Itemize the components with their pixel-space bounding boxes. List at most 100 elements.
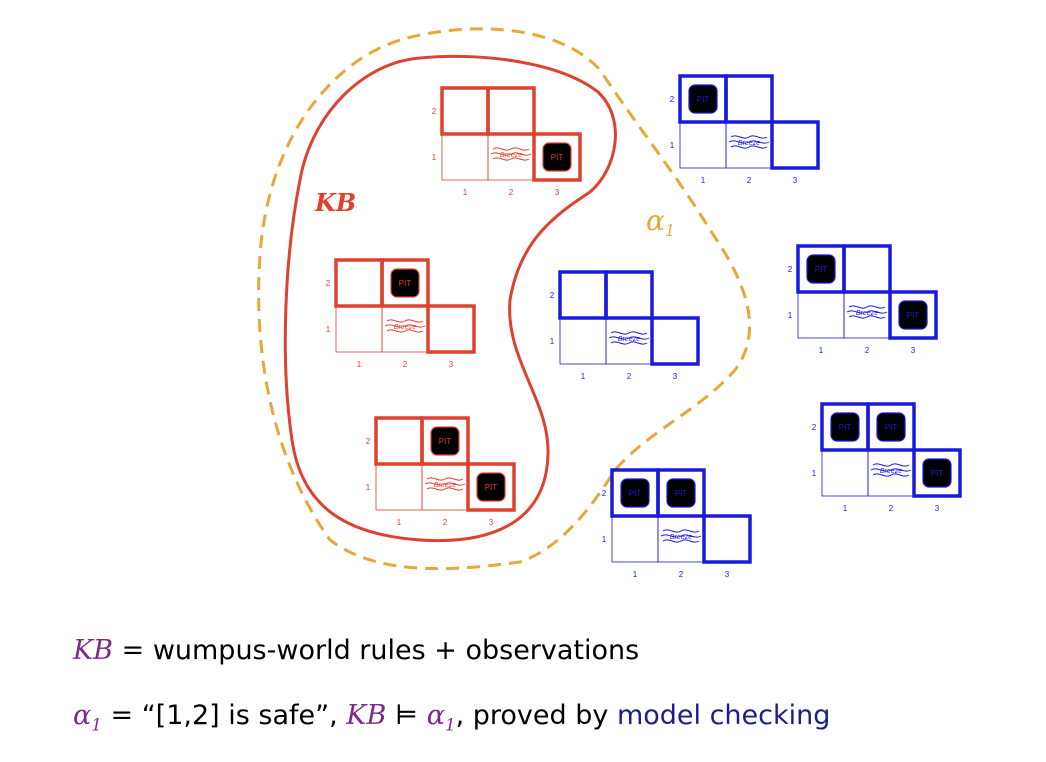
breeze-icon: Breeze (728, 135, 770, 149)
pit-label: PIT (629, 489, 642, 498)
col-tick: 3 (911, 346, 916, 355)
col-tick: 2 (627, 372, 632, 381)
frontier-cell (486, 86, 536, 136)
pit-icon (390, 268, 420, 298)
breeze-icon: Breeze (424, 477, 466, 491)
caption-kb-symbol-2: KB (346, 700, 387, 731)
col-tick: 2 (865, 346, 870, 355)
col-tick: 1 (581, 372, 586, 381)
frontier-cell (656, 468, 706, 518)
row-tick: 2 (670, 95, 675, 104)
pit-icon (620, 478, 650, 508)
row-tick: 1 (366, 483, 371, 492)
caption-proved-by: , proved by (455, 700, 617, 731)
breeze-label: Breeze (880, 468, 902, 475)
row-tick: 1 (326, 325, 331, 334)
frontier-cell (466, 462, 516, 512)
pit-icon (830, 412, 860, 442)
col-tick: 1 (633, 570, 638, 579)
breeze-label: Breeze (856, 310, 878, 317)
col-tick: 1 (357, 360, 362, 369)
pit-label: PIT (931, 469, 944, 478)
model-grid: PIT PIT PIT Breeze 1 2 3 1 2 (812, 402, 962, 513)
row-tick: 2 (812, 423, 817, 432)
row-tick: 2 (366, 437, 371, 446)
row-tick: 2 (602, 489, 607, 498)
col-tick: 2 (889, 504, 894, 513)
breeze-label: Breeze (394, 324, 416, 331)
pit-label: PIT (907, 311, 920, 320)
col-tick: 3 (489, 518, 494, 527)
frontier-cell (866, 402, 916, 452)
breeze-icon: Breeze (608, 331, 650, 345)
caption-alpha-definition: α1 = “[1,2] is safe”, KB ⊨ α1, proved by… (73, 700, 830, 734)
frontier-cell (426, 304, 476, 354)
caption-equals-2: = (101, 700, 142, 731)
pit-icon (476, 472, 506, 502)
col-tick: 3 (449, 360, 454, 369)
pit-label: PIT (697, 95, 710, 104)
row-tick: 2 (432, 107, 437, 116)
grid-cell (821, 449, 869, 497)
frontier-cell (440, 86, 490, 136)
col-tick: 3 (725, 570, 730, 579)
col-tick: 3 (935, 504, 940, 513)
pit-label: PIT (439, 437, 452, 446)
frontier-cell (334, 258, 384, 308)
caption-equals: = (113, 635, 153, 666)
pit-label: PIT (551, 153, 564, 162)
col-tick: 3 (555, 188, 560, 197)
frontier-cell (888, 290, 938, 340)
pit-label: PIT (885, 423, 898, 432)
breeze-label: Breeze (738, 140, 760, 147)
col-tick: 1 (843, 504, 848, 513)
caption-kb-symbol: KB (73, 635, 114, 666)
grid-cell (797, 291, 845, 339)
frontier-cell (374, 416, 424, 466)
frontier-cell (420, 416, 470, 466)
grid-cell (375, 463, 423, 511)
kb-boundary (283, 54, 617, 543)
col-tick: 2 (509, 188, 514, 197)
pit-icon (922, 458, 952, 488)
caption-model-checking: model checking (616, 700, 831, 731)
pit-label: PIT (839, 423, 852, 432)
pit-label: PIT (675, 489, 688, 498)
pit-icon (688, 84, 718, 114)
alpha1-label: α1 (646, 204, 675, 240)
pit-icon (430, 426, 460, 456)
caption-quote: “[1,2] is safe”, (141, 700, 347, 731)
grid-cell (335, 305, 383, 353)
pit-icon (898, 300, 928, 330)
pit-icon (542, 142, 572, 172)
pit-icon (876, 412, 906, 442)
alpha-sub: 1 (91, 714, 102, 735)
alpha-symbol: α (646, 204, 665, 237)
row-tick: 2 (550, 291, 555, 300)
breeze-icon: Breeze (384, 319, 426, 333)
kb-label: KB (314, 188, 356, 217)
row-tick: 1 (812, 469, 817, 478)
row-tick: 1 (432, 153, 437, 162)
row-tick: 1 (550, 337, 555, 346)
pit-label: PIT (815, 265, 828, 274)
frontier-cell (702, 514, 752, 564)
breeze-icon: Breeze (490, 147, 532, 161)
frontier-cell (770, 120, 820, 170)
caption-alpha-symbol: α1 (73, 700, 102, 735)
breeze-label: Breeze (434, 482, 456, 489)
alpha2-glyph: α (426, 700, 445, 731)
row-tick: 2 (788, 265, 793, 274)
caption-alpha-symbol-2: α1 (426, 700, 456, 734)
alpha1-boundary (257, 27, 752, 571)
pit-icon (806, 254, 836, 284)
